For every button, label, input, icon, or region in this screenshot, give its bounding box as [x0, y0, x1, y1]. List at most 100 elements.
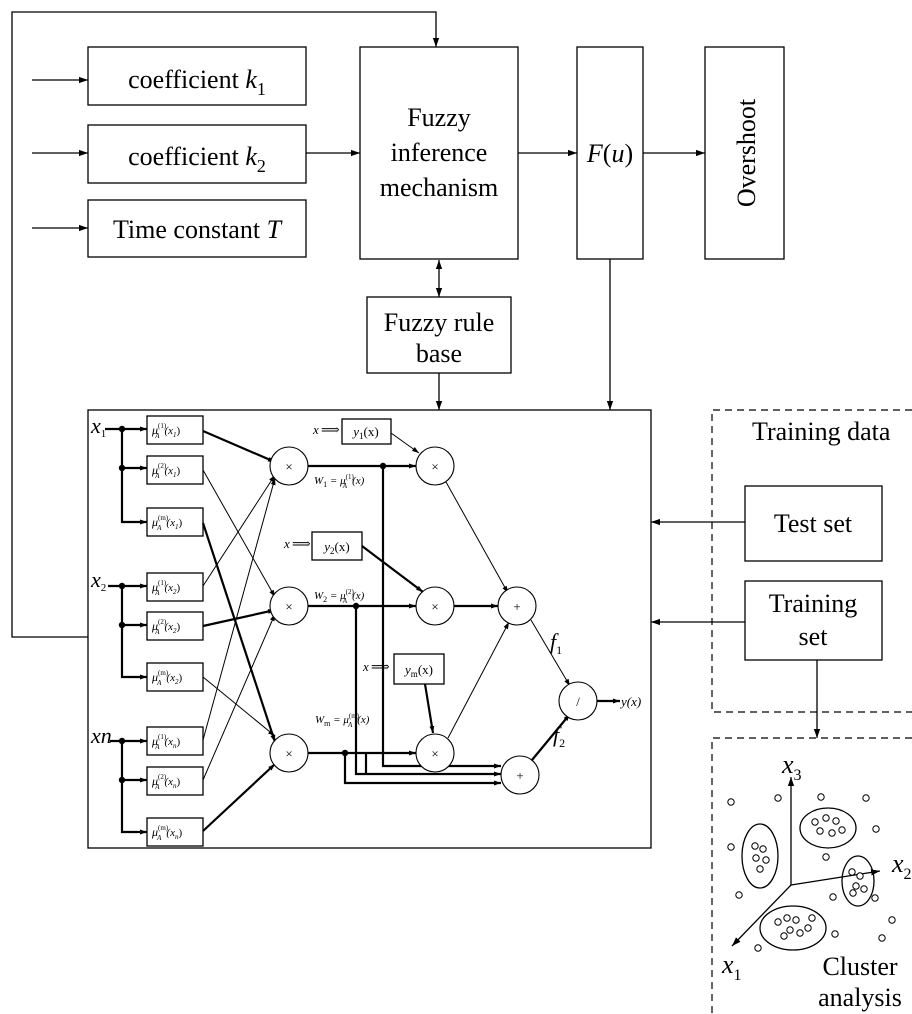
cluster-point: [831, 930, 839, 938]
membership-connections: [201, 429, 277, 832]
time-label: Time constant: [113, 215, 267, 244]
cluster-point: [808, 914, 816, 922]
membership-box: μ(2)A(x2): [146, 611, 204, 641]
membership-box: μ(m)A(x2): [146, 662, 204, 692]
training-data-label: Training data: [752, 417, 891, 446]
svg-text:×: ×: [431, 459, 438, 474]
cluster-ellipse: [741, 823, 779, 889]
cluster-point: [872, 825, 880, 833]
cluster-point: [832, 817, 840, 825]
product-node-w1: ×: [269, 446, 309, 486]
svg-text:y1(x): y1(x): [351, 424, 378, 441]
cluster-point: [792, 916, 800, 924]
membership-box: μ(2)A(xn): [146, 766, 204, 796]
coefficient-k1-block: coefficient k1: [87, 46, 307, 106]
svg-text:ym(x): ym(x): [403, 662, 433, 679]
cluster-point: [727, 843, 735, 851]
coefficient-k2-block: coefficient k2: [87, 124, 307, 184]
svg-text:W1 = μ(1)A(x): W1 = μ(1)A(x): [314, 473, 365, 490]
weight-label-wm: Wm = μ(m)A(x): [315, 712, 370, 729]
svg-text:μ(m)A(x2): μ(m)A(x2): [151, 669, 182, 687]
svg-text:μ(m)A(x1): μ(m)A(x1): [151, 514, 182, 532]
fuzzy-rule-base-block: Fuzzy rule base: [366, 296, 512, 374]
cluster-point: [759, 845, 767, 853]
f1-label: f1: [550, 629, 562, 657]
weight-connections: [308, 432, 501, 786]
axis-x2-label: x2: [891, 849, 912, 883]
cluster-point: [888, 916, 896, 924]
product-node-ym: ×: [415, 733, 455, 773]
svg-text:μ(2)A(xn): μ(2)A(xn): [151, 773, 181, 791]
cluster-point: [783, 914, 791, 922]
svg-text:y2(x): y2(x): [322, 539, 349, 556]
inference-line2: inference: [391, 138, 488, 167]
cluster-point: [822, 814, 830, 822]
svg-text:×: ×: [431, 746, 438, 761]
svg-text:μ(1)A(x1): μ(1)A(x1): [151, 422, 181, 440]
svg-text:×: ×: [285, 599, 292, 614]
sum-node-f1: +: [497, 586, 537, 626]
svg-text:μ(1)A(x2): μ(1)A(x2): [151, 579, 181, 597]
svg-text:x: x: [312, 422, 319, 437]
product-node-wm: ×: [269, 733, 309, 773]
time-var: T: [267, 215, 283, 244]
rule-base-line1: Fuzzy rule: [384, 308, 494, 337]
feedback-line: [11, 11, 440, 638]
cluster-point: [871, 894, 879, 902]
product-node-y1: ×: [415, 446, 455, 486]
svg-text:μ(2)A(x1): μ(2)A(x1): [151, 462, 181, 480]
cluster-point: [804, 924, 812, 932]
cluster-ellipse: [759, 905, 827, 951]
fu-open: (: [603, 139, 612, 168]
cluster-point: [817, 793, 825, 801]
coef1-sub: 1: [257, 79, 266, 99]
coef1-label: coefficient: [128, 65, 245, 94]
cluster-point: [735, 891, 743, 899]
svg-text:×: ×: [285, 459, 292, 474]
svg-text:W2 = μ(2)A(x): W2 = μ(2)A(x): [314, 588, 365, 605]
cluster-point: [838, 826, 846, 834]
svg-text:Time constant T: Time constant T: [113, 215, 283, 244]
fu-close: ): [624, 139, 633, 168]
cluster-point: [856, 872, 864, 880]
cluster-point: [762, 856, 770, 864]
cluster-label-line1: Cluster: [822, 952, 897, 981]
cluster-point: [796, 929, 804, 937]
cluster-point: [862, 794, 870, 802]
cluster-point: [816, 827, 824, 835]
cluster-point: [828, 829, 836, 837]
f1-line: [530, 619, 571, 687]
input-xn: xn: [90, 723, 112, 748]
test-set-block: Test set: [744, 485, 883, 562]
cluster-ellipse: [799, 807, 857, 849]
svg-text:×: ×: [285, 746, 292, 761]
membership-box: μ(1)A(xn): [146, 726, 204, 756]
coef1-var: k: [245, 65, 257, 94]
axis-x3-label: x3: [781, 750, 802, 784]
svg-text:⟹: ⟹: [321, 422, 340, 437]
cluster-point: [829, 893, 837, 901]
cluster-point: [774, 918, 782, 926]
cluster-point: [860, 885, 868, 893]
cluster-point: [780, 932, 788, 940]
cluster-point: [727, 798, 735, 806]
svg-text:×: ×: [431, 599, 438, 614]
consequent-y1: x ⟹ y1(x): [312, 418, 392, 445]
product-node-w2: ×: [269, 586, 309, 626]
output-label: y(x): [619, 694, 641, 709]
training-set-block: Training set: [744, 580, 883, 661]
f2-line: [531, 713, 571, 761]
svg-text:⟹: ⟹: [292, 536, 311, 551]
cluster-ellipse: [841, 855, 875, 907]
input-x2: x2: [90, 567, 106, 594]
fu-arg: u: [611, 139, 624, 168]
division-node: /: [558, 681, 598, 721]
svg-text:coefficient k2: coefficient k2: [128, 142, 266, 176]
svg-text:/: /: [576, 694, 580, 709]
membership-box: μ(2)A(x1): [146, 455, 204, 485]
cluster-points: [727, 793, 896, 952]
cluster-label-line2: analysis: [818, 983, 902, 1012]
sum-node-f2: +: [500, 755, 540, 795]
fu-block: F(u): [576, 46, 644, 260]
